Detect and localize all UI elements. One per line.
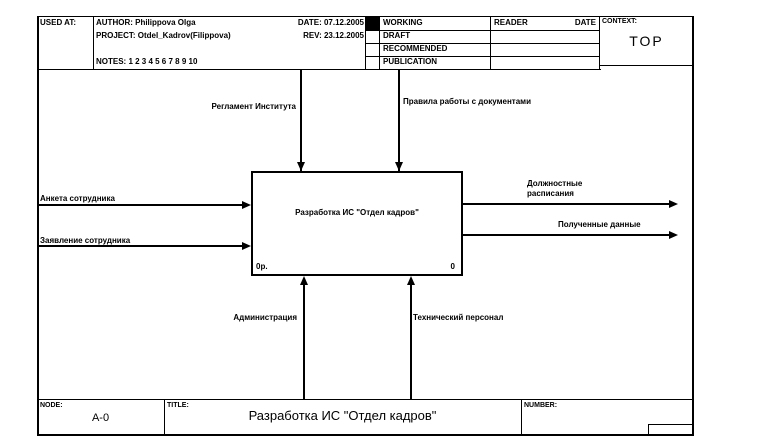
checkbox-col-right-divider [379, 16, 380, 69]
project-text: PROJECT: Otdel_Kadrov(Filippova) [96, 31, 231, 40]
notes-text: NOTES: 1 2 3 4 5 6 7 8 9 10 [96, 57, 198, 66]
input-label-1[interactable]: Анкета сотрудника [40, 194, 115, 203]
frame-right-line [692, 16, 694, 436]
used-at-label: USED AT: [40, 18, 76, 27]
status-row-line-3 [365, 56, 599, 57]
mechanism-arrowhead-2 [407, 276, 415, 285]
output-arrowhead-2 [669, 231, 678, 239]
status-checkbox-working-checked[interactable] [366, 17, 379, 30]
context-top-value: TOP [629, 33, 664, 49]
context-cell-bottom-line [599, 65, 694, 66]
status-row-working: WORKING [383, 18, 423, 27]
usedat-divider [93, 16, 94, 69]
mechanism-arrow-2[interactable] [410, 284, 412, 399]
activity-node-number: 0 [450, 262, 455, 271]
node-label: NODE: [40, 402, 63, 409]
control-label-2[interactable]: Правила работы с документами [403, 97, 531, 106]
status-row-line-1 [365, 30, 599, 31]
footer-divider-1 [164, 399, 165, 436]
output-label-2[interactable]: Полученные данные [558, 220, 641, 229]
activity-box[interactable] [251, 171, 463, 276]
output-arrowhead-1 [669, 200, 678, 208]
reader-date-label: DATE [574, 18, 596, 27]
control-arrow-1[interactable] [300, 70, 302, 171]
number-sub-box [648, 424, 693, 435]
input-arrowhead-2 [242, 242, 251, 250]
activity-cost: 0р. [256, 262, 268, 271]
context-label: CONTEXT: [602, 18, 637, 25]
node-value: A-0 [91, 412, 110, 424]
reader-label: READER [494, 18, 528, 27]
header-bottom-line [37, 69, 601, 70]
control-arrow-2[interactable] [398, 70, 400, 171]
diagram-title-value: Разработка ИС "Отдел кадров" [248, 408, 437, 423]
mechanism-arrow-1[interactable] [303, 284, 305, 399]
footer-top-line [37, 399, 694, 400]
title-label: TITLE: [167, 402, 189, 409]
checkbox-col-left-divider [365, 16, 366, 69]
output-arrow-1[interactable] [463, 203, 669, 205]
output-arrow-2[interactable] [463, 234, 669, 236]
footer-divider-2 [521, 399, 522, 436]
mechanism-arrowhead-1 [300, 276, 308, 285]
context-col-divider [599, 16, 600, 69]
date-text: DATE: 07.12.2005 [297, 18, 364, 27]
status-row-draft: DRAFT [383, 31, 411, 40]
status-row-publication: PUBLICATION [383, 57, 438, 66]
status-row-recommended: RECOMMENDED [383, 44, 448, 53]
number-label: NUMBER: [524, 402, 558, 409]
activity-name[interactable]: Разработка ИС "Отдел кадров" [295, 208, 419, 217]
author-text: AUTHOR: Philippova Olga [96, 18, 196, 27]
mechanism-label-2[interactable]: Технический персонал [413, 313, 504, 322]
frame-bottom-line [37, 434, 694, 436]
mechanism-label-1[interactable]: Администрация [233, 313, 297, 322]
input-arrow-2[interactable] [39, 245, 243, 247]
status-row-line-2 [365, 43, 599, 44]
input-arrow-1[interactable] [39, 204, 243, 206]
output-label-1[interactable]: Должностные расписания [527, 179, 583, 198]
control-arrowhead-2 [395, 162, 403, 171]
reader-col-divider [490, 16, 491, 69]
control-arrowhead-1 [297, 162, 305, 171]
input-label-2[interactable]: Заявление сотрудника [40, 236, 131, 245]
frame-left-line [37, 16, 39, 436]
control-label-1[interactable]: Регламент Института [211, 102, 297, 111]
input-arrowhead-1 [242, 201, 251, 209]
rev-text: REV: 23.12.2005 [303, 31, 364, 40]
